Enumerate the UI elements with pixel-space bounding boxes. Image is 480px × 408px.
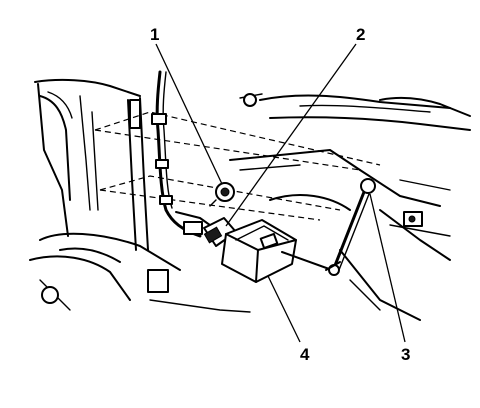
callout-leaders — [155, 43, 406, 343]
callout-4: 4 — [300, 345, 310, 364]
reference-planes — [94, 111, 381, 221]
harness-clips — [151, 113, 203, 235]
leveling-sensor — [221, 219, 297, 283]
wiring-harness — [151, 70, 215, 238]
mounting-bolt — [209, 182, 235, 207]
callout-2: 2 — [356, 25, 365, 44]
callout-1: 1 — [150, 25, 159, 44]
sensor-link-rod — [281, 178, 376, 276]
leader-1 — [155, 43, 223, 185]
callout-3: 3 — [401, 345, 410, 364]
leader-3 — [369, 193, 406, 343]
callout-labels: 1 2 3 4 — [150, 25, 410, 364]
vehicle-frame — [29, 78, 471, 321]
leader-4 — [267, 275, 301, 343]
leader-2 — [225, 43, 357, 227]
electrical-connector — [203, 217, 237, 247]
